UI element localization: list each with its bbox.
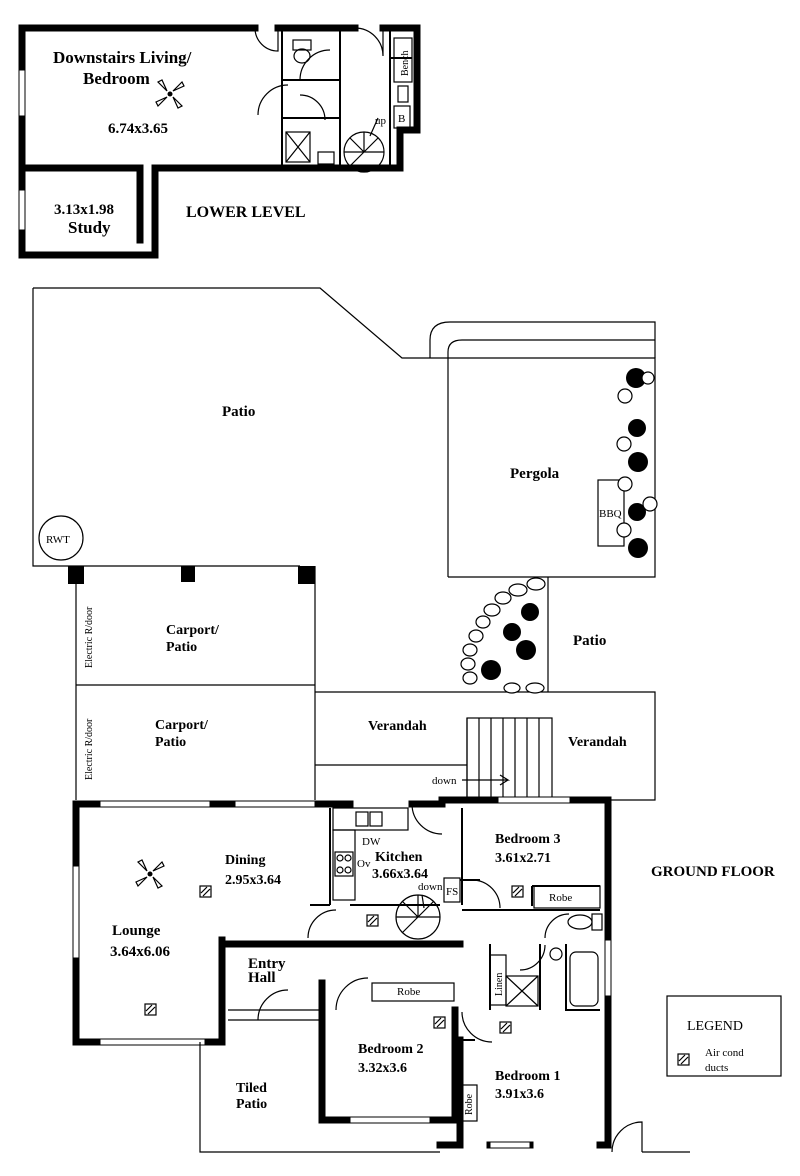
robe-label-3: Robe <box>464 1093 475 1115</box>
garden-bed <box>460 368 658 694</box>
window <box>72 865 80 959</box>
lower-living-label-2: Bedroom <box>83 69 150 88</box>
patio-outline <box>32 287 449 577</box>
carport-label-2: Carport/ <box>155 718 209 733</box>
window <box>497 796 571 804</box>
window <box>18 189 26 231</box>
post <box>68 566 84 584</box>
legend-title: LEGEND <box>687 1019 743 1034</box>
stairs-down-label: down <box>432 775 457 787</box>
air-cond-duct-icon <box>144 1003 157 1016</box>
robe <box>533 885 601 909</box>
post <box>298 566 315 584</box>
robe <box>458 1084 478 1122</box>
pergola-label: Pergola <box>510 466 560 482</box>
lounge-size: 3.64x6.06 <box>110 944 171 960</box>
kitchen-size: 3.66x3.64 <box>372 867 428 882</box>
basin <box>317 151 335 165</box>
kitchen-stairs-down: down <box>418 881 443 893</box>
window <box>489 1141 531 1149</box>
lower-level-title: LOWER LEVEL <box>186 204 306 221</box>
legend-item-label: Air cond <box>705 1047 744 1059</box>
electric-door-label-1: Electric R/door <box>84 606 95 668</box>
dining-label: Dining <box>225 853 265 868</box>
window <box>604 939 612 997</box>
bedroom3-size: 3.61x2.71 <box>495 851 551 866</box>
carport-label-1: Carport/ <box>166 623 220 638</box>
tiled-patio-label: Tiled <box>236 1081 267 1096</box>
oven <box>334 851 354 877</box>
entry-label-2: Hall <box>248 970 276 986</box>
ground-floor-title: GROUND FLOOR <box>651 864 775 880</box>
bedroom1-size: 3.91x3.6 <box>495 1087 544 1102</box>
lower-level: Downstairs Living/ Bedroom 6.74x3.65 3.1… <box>18 24 421 259</box>
oven-label: Ov <box>357 858 371 870</box>
b-label: B <box>398 113 405 125</box>
legend: LEGEND Air cond ducts <box>666 995 782 1077</box>
rainwater-tank <box>38 515 84 561</box>
air-cond-duct-icon <box>366 914 379 927</box>
bedroom1-label: Bedroom 1 <box>495 1069 560 1084</box>
rwt-label: RWT <box>46 534 70 546</box>
linen-label: Linen <box>494 973 505 996</box>
toilet <box>292 39 312 51</box>
air-cond-duct-icon <box>511 885 524 898</box>
study-size: 3.13x1.98 <box>54 202 114 218</box>
kitchen-bench <box>332 829 356 901</box>
window <box>349 1116 431 1124</box>
window <box>18 69 26 117</box>
electric-door-label-2: Electric R/door <box>84 718 95 780</box>
basin <box>549 947 563 961</box>
air-cond-duct-icon <box>433 1016 446 1029</box>
lounge-label: Lounge <box>112 923 161 939</box>
window <box>234 800 316 808</box>
ceiling-fan-icon <box>135 859 165 889</box>
bench-label: Bench <box>400 50 411 76</box>
patio-label: Patio <box>222 404 255 420</box>
robe-label-2: Robe <box>397 986 420 998</box>
door-swing <box>354 27 384 57</box>
dishwasher-label: DW <box>362 836 381 848</box>
entry-label: Entry <box>248 956 286 972</box>
legend-item-label-2: ducts <box>705 1062 728 1074</box>
bedroom2-size: 3.32x3.6 <box>358 1061 407 1076</box>
bedroom2-label: Bedroom 2 <box>358 1042 423 1057</box>
verandah-label-2: Verandah <box>568 735 627 750</box>
post <box>181 566 195 582</box>
dining-size: 2.95x3.64 <box>225 873 281 888</box>
bedroom3-label: Bedroom 3 <box>495 832 560 847</box>
steps <box>466 717 553 801</box>
kitchen-bench <box>332 807 409 831</box>
b-box <box>393 105 411 129</box>
bbq <box>597 479 625 547</box>
window <box>99 800 211 808</box>
verandah-label-1: Verandah <box>368 719 427 734</box>
air-cond-duct-icon <box>499 1021 512 1034</box>
robe <box>371 982 455 1002</box>
linen-cupboard <box>489 954 507 1006</box>
air-cond-duct-icon <box>199 885 212 898</box>
shower <box>285 131 311 163</box>
bathtub <box>569 951 599 1007</box>
study-label: Study <box>68 218 111 237</box>
lower-living-label: Downstairs Living/ <box>53 48 192 67</box>
bbq-label: BBQ <box>599 508 622 520</box>
robe-label-1: Robe <box>549 892 572 904</box>
ground-floor: Patio RWT Pergola BBQ Carport/ Patio Car… <box>32 287 775 1153</box>
ceiling-fan-icon <box>155 79 185 109</box>
lower-living-size: 6.74x3.65 <box>108 121 168 137</box>
patio-right-label: Patio <box>573 633 606 649</box>
kitchen-label: Kitchen <box>375 850 423 865</box>
stair-up-label: up <box>375 115 387 127</box>
fs-label: FS <box>446 886 458 898</box>
window <box>99 1038 206 1046</box>
bench <box>393 37 413 83</box>
carport-label-1b: Patio <box>166 640 197 655</box>
fs-box <box>443 877 461 903</box>
tiled-patio-label-2: Patio <box>236 1097 267 1112</box>
carport-label-2b: Patio <box>155 735 186 750</box>
air-cond-duct-icon <box>677 1053 690 1066</box>
door-swing <box>254 27 279 52</box>
